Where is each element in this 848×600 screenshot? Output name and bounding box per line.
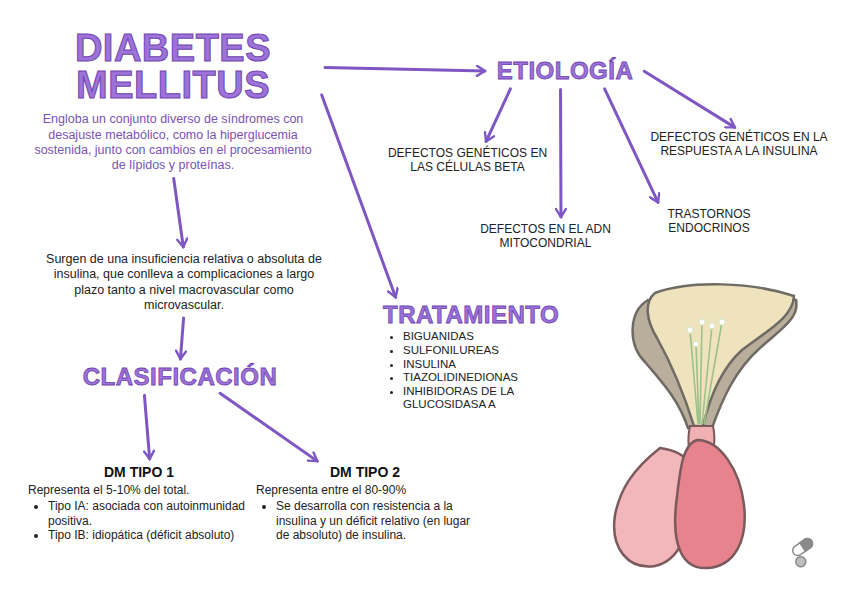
list-item: INSULINA — [403, 358, 588, 372]
arrow-connector — [174, 178, 184, 247]
list-item: Se desarrolla con resistencia a la insul… — [276, 499, 474, 542]
node-heading: Surgen de una insuficiencia relativa o a… — [38, 252, 330, 313]
node-text: Engloba un conjunto diverso de síndromes… — [26, 112, 320, 173]
bullet-list: Tipo IA: asociada con autoinmunidad posi… — [28, 499, 250, 542]
arrow-connector — [220, 393, 317, 461]
cause-node: DEFECTOS EN EL ADN MITOCONDRIAL — [468, 222, 623, 251]
node-heading: TRATAMIENTO — [383, 302, 588, 328]
list-item: INHIBIDORAS DE LA GLUCOSIDASA A — [403, 385, 588, 412]
list-item: Tipo IA: asociada con autoinmunidad posi… — [48, 499, 250, 528]
topic-node: DIABETES MELLITUS Engloba un conjunto div… — [26, 30, 320, 173]
gland-neuron-fibers — [690, 322, 722, 424]
gland-neuron-cells — [687, 319, 725, 347]
node-heading: DEFECTOS EN EL ADN MITOCONDRIAL — [468, 222, 623, 251]
arrow-connector — [605, 89, 658, 203]
node-heading: DEFECTOS GENÉTICOS EN LA RESPUESTA A LA … — [648, 130, 830, 159]
cause-node: DEFECTOS GENÉTICOS EN LAS CÉLULAS BETA — [385, 146, 550, 175]
type-box: DM TIPO 1 Representa el 5-10% del total. T… — [28, 464, 250, 543]
node-heading: DM TIPO 1 — [28, 464, 250, 480]
node-text: Representa entre el 80-90% — [256, 483, 474, 497]
gland-beige-tissue — [648, 284, 794, 426]
arrow-connector — [322, 95, 396, 297]
list-item: Tipo IB: idiopática (déficit absoluto) — [48, 528, 250, 542]
arrow-connector — [180, 318, 183, 359]
arrow-connector — [486, 89, 510, 142]
bullet-list: BIGUANIDASSULFONILUREASINSULINATIAZOLIDI… — [383, 330, 588, 411]
arrow-connector — [559, 89, 562, 217]
treatment-node: TRATAMIENTOBIGUANIDASSULFONILUREASINSULI… — [383, 302, 588, 412]
description-node: Surgen de una insuficiencia relativa o a… — [38, 252, 330, 313]
node-heading: DM TIPO 2 — [256, 464, 474, 480]
gland-anterior-lobe — [675, 440, 745, 568]
section-heading: ETIOLOGÍA — [490, 58, 640, 84]
type-box: DM TIPO 2 Representa entre el 80-90% Se de… — [256, 464, 474, 543]
list-item: SULFONILUREAS — [403, 344, 588, 358]
arrow-connector — [644, 71, 735, 127]
arrow-connector — [325, 67, 485, 71]
cause-node: TRASTORNOS ENDOCRINOS — [648, 207, 770, 236]
node-heading: DEFECTOS GENÉTICOS EN LAS CÉLULAS BETA — [385, 146, 550, 175]
list-item: TIAZOLIDINEDIONAS — [403, 371, 588, 385]
arrow-connector — [144, 395, 149, 459]
node-text: Representa el 5-10% del total. — [28, 483, 250, 497]
node-heading: CLASIFICACIÓN — [60, 364, 300, 390]
node-heading: ETIOLOGÍA — [490, 58, 640, 84]
node-heading: TRASTORNOS ENDOCRINOS — [648, 207, 770, 236]
pill-icon — [787, 537, 820, 569]
section-heading: CLASIFICACIÓN — [60, 364, 300, 390]
list-item: BIGUANIDAS — [403, 330, 588, 344]
bullet-list: Se desarrolla con resistencia a la insul… — [256, 499, 474, 542]
node-heading: DIABETES MELLITUS — [26, 30, 320, 104]
cause-node: DEFECTOS GENÉTICOS EN LA RESPUESTA A LA … — [648, 130, 830, 159]
